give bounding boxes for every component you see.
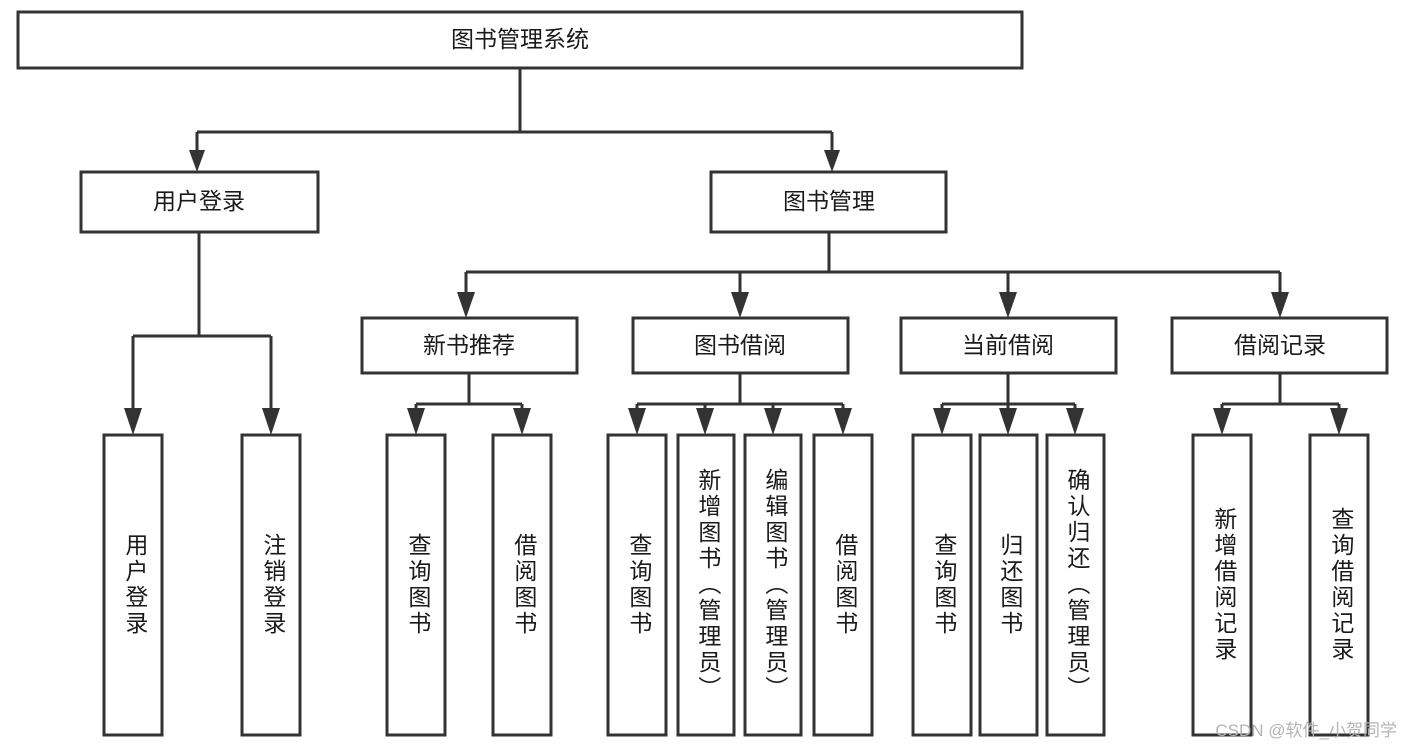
node-leaf-confirm-return[interactable]: 确认归还（管理员） (1045, 433, 1106, 737)
node-leaf-query-book-3[interactable]: 查询图书 (911, 433, 973, 737)
node-leaf-confirm-return-label: 确认归还（管理员） (1064, 468, 1091, 702)
node-leaf-return-book-label: 归还图书 (997, 533, 1024, 637)
node-leaf-edit-book[interactable]: 编辑图书（管理员） (743, 433, 803, 737)
connector-bookmgmt-to-level3 (457, 232, 1289, 318)
node-leaf-query-book-2[interactable]: 查询图书 (606, 433, 668, 737)
node-leaf-user-login-label: 用户登录 (122, 533, 149, 637)
node-root-system-label: 图书管理系统 (451, 26, 589, 52)
node-user-login-label: 用户登录 (153, 188, 245, 214)
node-leaf-query-book-2-label: 查询图书 (626, 533, 653, 637)
node-leaf-add-book[interactable]: 新增图书（管理员） (676, 433, 736, 737)
node-leaf-query-record-label: 查询借阅记录 (1328, 507, 1355, 663)
connector-borrowrecord-to-leaves (1213, 373, 1348, 435)
node-leaf-query-book-3-label: 查询图书 (931, 533, 958, 637)
connector-newbook-to-leaves (407, 373, 531, 435)
node-current-borrow-label: 当前借阅 (962, 332, 1054, 358)
node-user-login[interactable]: 用户登录 (79, 170, 320, 234)
node-leaf-borrow-book-2[interactable]: 借阅图书 (812, 433, 874, 737)
connector-userlogin-to-leaves (124, 232, 280, 435)
node-leaf-query-record[interactable]: 查询借阅记录 (1308, 433, 1370, 737)
node-leaf-return-book[interactable]: 归还图书 (978, 433, 1039, 737)
node-leaf-user-login[interactable]: 用户登录 (102, 433, 164, 737)
node-leaf-add-record-label: 新增借阅记录 (1211, 507, 1238, 663)
node-book-management[interactable]: 图书管理 (709, 170, 948, 234)
node-current-borrow[interactable]: 当前借阅 (899, 316, 1118, 375)
node-leaf-add-record[interactable]: 新增借阅记录 (1191, 433, 1253, 737)
node-new-book-recommend[interactable]: 新书推荐 (360, 316, 579, 375)
connector-currentborrow-to-leaves (933, 373, 1084, 435)
connector-root-to-level2 (189, 68, 840, 172)
node-borrow-record[interactable]: 借阅记录 (1170, 316, 1389, 375)
node-book-borrow-label: 图书借阅 (694, 332, 786, 358)
node-book-borrow[interactable]: 图书借阅 (631, 316, 850, 375)
node-leaf-edit-book-label: 编辑图书（管理员） (762, 468, 789, 702)
node-leaf-user-logout-label: 注销登录 (260, 533, 287, 637)
node-leaf-borrow-book-1-label: 借阅图书 (511, 533, 538, 637)
node-book-management-label: 图书管理 (783, 188, 875, 214)
node-leaf-query-book-1-label: 查询图书 (405, 533, 432, 637)
node-borrow-record-label: 借阅记录 (1234, 332, 1326, 358)
connector-bookborrow-to-leaves (628, 373, 852, 435)
node-leaf-borrow-book-2-label: 借阅图书 (832, 533, 859, 637)
node-leaf-query-book-1[interactable]: 查询图书 (385, 433, 447, 737)
node-leaf-user-logout[interactable]: 注销登录 (240, 433, 302, 737)
node-root-system[interactable]: 图书管理系统 (16, 10, 1024, 70)
node-leaf-borrow-book-1[interactable]: 借阅图书 (491, 433, 553, 737)
node-new-book-recommend-label: 新书推荐 (423, 332, 515, 358)
node-leaf-add-book-label: 新增图书（管理员） (695, 468, 722, 702)
